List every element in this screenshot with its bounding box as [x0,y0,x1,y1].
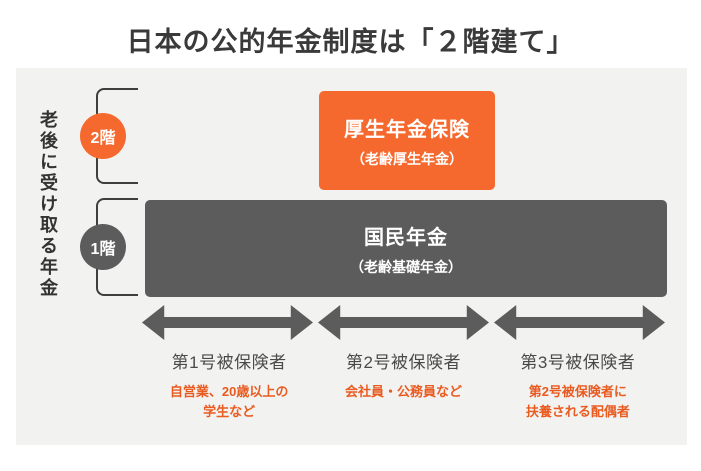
category-1-description: 自営業、20歳以上の 学生など [169,384,289,420]
side-axis-label: 老後に受け取る年金 [38,110,58,299]
category-3-description: 第2号被保険者に 扶養される配偶者 [525,384,630,420]
category-3: 第3号被保険者 第2号被保険者に 扶養される配偶者 [491,348,665,422]
page-title: 日本の公的年金制度は「２階建て」 [126,27,575,57]
insured-categories: 第1号被保険者 自営業、20歳以上の 学生など 第2号被保険者 会社員・公務員な… [142,348,665,422]
employees-pension-subtitle: （老齢厚生年金） [351,150,463,167]
category-1: 第1号被保険者 自営業、20歳以上の 学生など [142,348,316,422]
employees-pension-title: 厚生年金保険 [344,118,470,141]
diagram-panel: 老後に受け取る年金 2階 1階 厚生年金保険 （老齢厚生年金） 国民年金 （老齢… [16,68,687,445]
employees-pension-box: 厚生年金保険 （老齢厚生年金） [319,91,495,190]
category-2-label: 第2号被保険者 [346,353,461,372]
national-pension-box: 国民年金 （老齢基礎年金） [145,200,667,297]
floor-2-badge: 2階 [80,113,126,159]
national-pension-title: 国民年金 [364,226,448,249]
double-arrow-icon [142,305,313,340]
national-pension-subtitle: （老齢基礎年金） [350,258,462,275]
double-arrow-icon [318,305,489,340]
double-arrow-icon [494,305,665,340]
category-1-label: 第1号被保険者 [171,353,287,372]
category-2-description: 会社員・公務員など [344,384,462,399]
category-2: 第2号被保険者 会社員・公務員など [316,348,490,422]
category-3-label: 第3号被保険者 [520,353,636,372]
coverage-arrows [142,304,665,341]
floor-1-badge: 1階 [80,224,126,270]
